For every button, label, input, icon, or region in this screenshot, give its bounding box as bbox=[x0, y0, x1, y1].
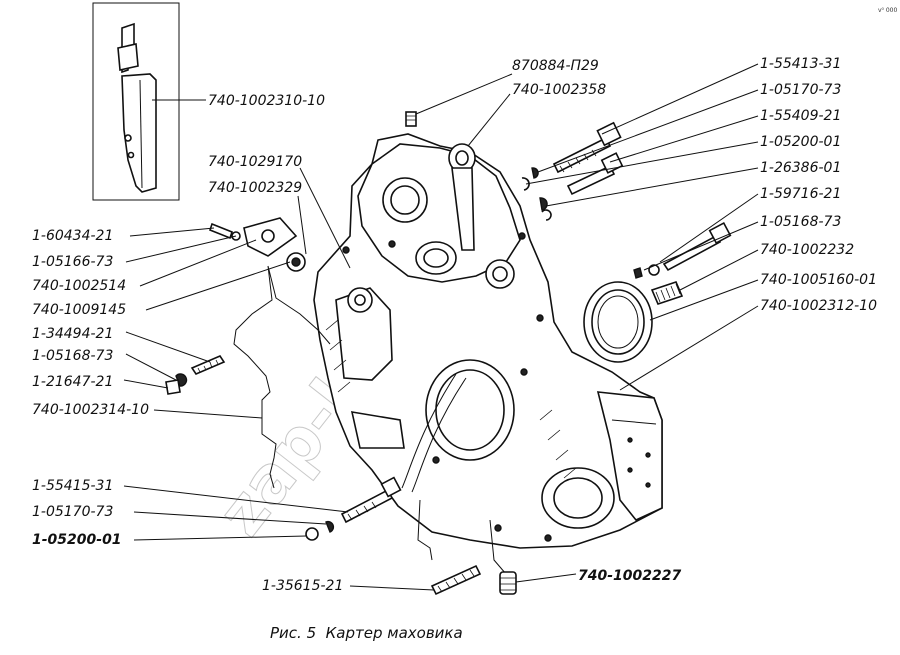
label-740-1002329: 740-1002329 bbox=[208, 180, 302, 196]
washer-1-05170-73-top bbox=[531, 167, 539, 179]
label-740-1002232: 740-1002232 bbox=[760, 242, 854, 258]
label-1-05200-01-top: 1-05200-01 bbox=[760, 134, 841, 150]
plug-740-1002227 bbox=[499, 571, 517, 595]
inset-box bbox=[92, 2, 180, 201]
corner-mark: v⁰ 000 bbox=[878, 7, 897, 14]
label-740-1009145: 740-1009145 bbox=[32, 302, 126, 318]
label-1-05170-73-top: 1-05170-73 bbox=[760, 82, 841, 98]
flywheel-housing bbox=[313, 133, 663, 549]
bushing-740-1009145 bbox=[286, 252, 306, 272]
label-740-1002514: 740-1002514 bbox=[32, 278, 126, 294]
bolt-1-60434-21 bbox=[209, 222, 241, 241]
label-740-1002310-10: 740-1002310-10 bbox=[208, 93, 325, 109]
plate-part-740-1002310-10 bbox=[117, 22, 157, 193]
stud-1-34494-21 bbox=[165, 355, 226, 395]
label-1-05168-73-left: 1-05168-73 bbox=[32, 348, 113, 364]
label-740-1002312-10: 740-1002312-10 bbox=[760, 298, 877, 314]
label-870884-p29: 870884-П29 bbox=[512, 58, 599, 74]
label-740-1002314-10: 740-1002314-10 bbox=[32, 402, 149, 418]
washer-1-26386-01 bbox=[539, 197, 548, 211]
plug-870884-p29 bbox=[405, 111, 417, 127]
figure-caption: Рис. 5 Картер маховика bbox=[270, 624, 463, 642]
label-1-05166-73: 1-05166-73 bbox=[32, 254, 113, 270]
gasket-740-1002314-10 bbox=[233, 265, 331, 489]
label-1-05200-01-bottom: 1-05200-01 bbox=[32, 532, 122, 548]
bracket-740-1002514 bbox=[243, 217, 298, 257]
stud-1-35615-21 bbox=[430, 564, 482, 596]
label-1-05168-73-right: 1-05168-73 bbox=[760, 214, 841, 230]
label-740-1002227: 740-1002227 bbox=[578, 568, 681, 584]
leader-lines bbox=[123, 63, 759, 591]
washer-1-05170-73-bottom bbox=[325, 520, 335, 533]
label-1-26386-01: 1-26386-01 bbox=[760, 160, 841, 176]
seal-740-1005160-01 bbox=[583, 281, 653, 363]
label-1-60434-21: 1-60434-21 bbox=[32, 228, 113, 244]
bolt-1-55415-31 bbox=[340, 476, 402, 524]
washer-small-right bbox=[541, 209, 552, 221]
plug-740-1002232 bbox=[650, 281, 684, 305]
bolt-1-59716-21 bbox=[633, 221, 732, 279]
label-1-21647-21: 1-21647-21 bbox=[32, 374, 113, 390]
label-740-1029170: 740-1029170 bbox=[208, 154, 302, 170]
lower-gasket-strip bbox=[417, 499, 507, 575]
label-1-34494-21: 1-34494-21 bbox=[32, 326, 113, 342]
label-740-1005160-01: 740-1005160-01 bbox=[760, 272, 877, 288]
label-1-35615-21: 1-35615-21 bbox=[262, 578, 343, 594]
label-1-55415-31: 1-55415-31 bbox=[32, 478, 113, 494]
label-1-59716-21: 1-59716-21 bbox=[760, 186, 841, 202]
lifting-eye bbox=[448, 143, 476, 251]
label-1-55409-21: 1-55409-21 bbox=[760, 108, 841, 124]
label-1-55413-31: 1-55413-31 bbox=[760, 56, 841, 72]
label-740-1002358: 740-1002358 bbox=[512, 82, 606, 98]
washer-1-05200-01-bottom bbox=[305, 527, 319, 541]
label-1-05170-73-bottom: 1-05170-73 bbox=[32, 504, 113, 520]
